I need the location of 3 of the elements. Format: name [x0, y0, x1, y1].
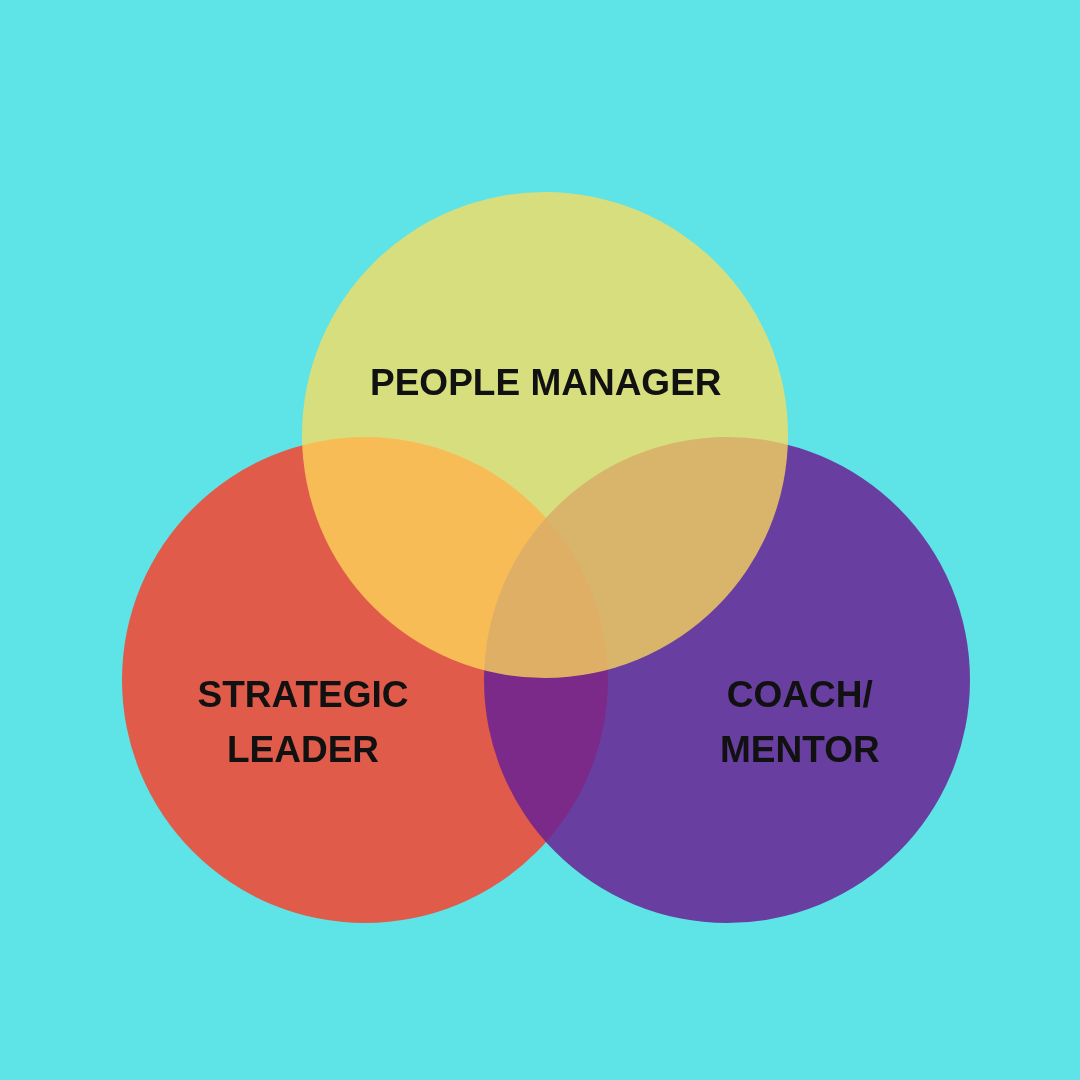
- circle-label: STRATEGIC LEADER: [197, 673, 409, 772]
- circle-label: COACH/ MENTOR: [720, 673, 880, 772]
- circle-label: PEOPLE MANAGER: [370, 360, 722, 405]
